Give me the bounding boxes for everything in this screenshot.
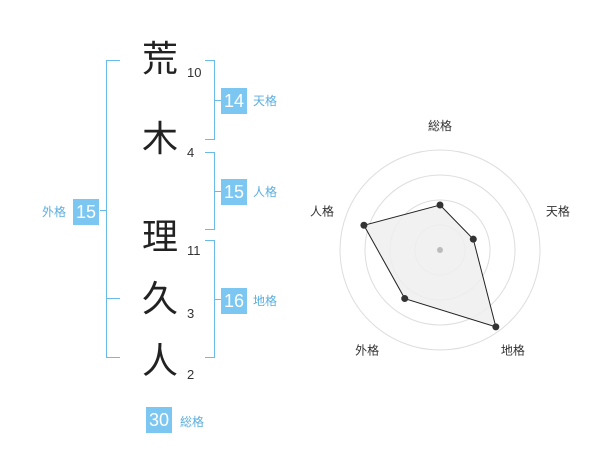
soukaku-label: 総格	[180, 415, 205, 429]
name-char-2: 木	[141, 119, 178, 160]
radar-center-dot	[437, 247, 443, 253]
stroke-count-4: 3	[187, 306, 195, 321]
jinkaku-label: 人格	[253, 185, 278, 199]
chikaku-bracket	[205, 240, 215, 358]
name-char-1: 荒	[141, 39, 178, 80]
radar-point-4	[401, 295, 409, 303]
chikaku-tick	[215, 299, 221, 300]
tenkaku-tick	[215, 100, 221, 101]
radar-polygon	[363, 204, 497, 328]
radar-axis-label-5: 人格	[310, 204, 334, 219]
radar-grid-ring-4	[339, 149, 541, 351]
radar-axis-label-3: 地格	[501, 342, 525, 357]
tenkaku-bracket	[205, 60, 215, 140]
stroke-count-5: 2	[187, 367, 195, 382]
stroke-count-1: 10	[187, 65, 202, 80]
gaikaku-bracket	[106, 60, 120, 358]
gaikaku-tick	[106, 298, 120, 299]
stroke-count-3: 11	[187, 243, 201, 258]
name-char-5: 人	[141, 341, 178, 382]
gaikaku-left-tick	[100, 210, 106, 211]
radar-point-3	[492, 323, 500, 331]
radar-axis-label-2: 天格	[546, 204, 570, 219]
soukaku-value: 30	[146, 407, 172, 433]
gaikaku-label: 外格	[42, 205, 67, 219]
name-char-4: 久	[141, 279, 178, 320]
gaikaku-value: 15	[73, 199, 99, 225]
radar-point-2	[469, 235, 477, 243]
chikaku-label: 地格	[253, 294, 278, 308]
tenkaku-value: 14	[221, 88, 247, 114]
radar-point-1	[436, 201, 444, 209]
tenkaku-label: 天格	[253, 94, 278, 108]
name-char-3: 理	[141, 217, 178, 258]
radar-axis-label-4: 外格	[355, 342, 379, 357]
jinkaku-value: 15	[221, 179, 247, 205]
stroke-count-2: 4	[187, 145, 195, 160]
chikaku-value: 16	[221, 288, 247, 314]
radar-axis-label-1: 総格	[428, 118, 452, 133]
radar-point-5	[360, 221, 368, 229]
radar-grid-ring-3	[364, 174, 516, 326]
jinkaku-bracket	[205, 152, 215, 230]
jinkaku-tick	[215, 191, 221, 192]
